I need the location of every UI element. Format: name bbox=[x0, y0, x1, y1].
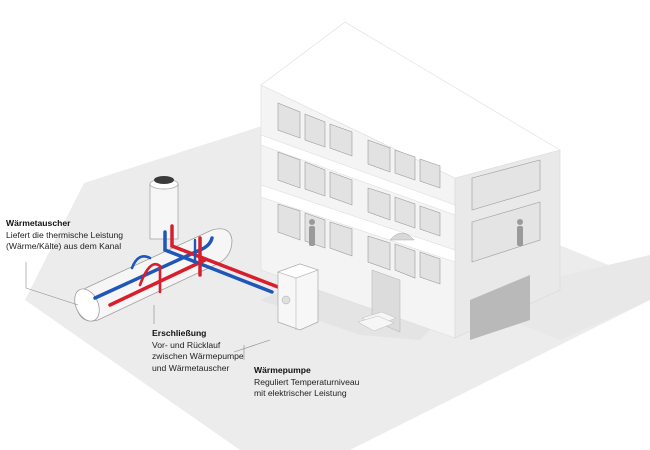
label-heat-exchanger: Wärmetauscher Liefert die thermische Lei… bbox=[6, 218, 123, 253]
building-roof bbox=[260, 21, 561, 179]
manhole-cover-icon bbox=[154, 176, 174, 184]
label-connection-title: Erschließung bbox=[152, 328, 207, 338]
label-heat-pump-title: Wärmepumpe bbox=[254, 365, 311, 375]
label-connection-line: Vor- und Rücklauf bbox=[152, 339, 221, 350]
callout-lines bbox=[25, 262, 271, 360]
ceiling-lamp-icon bbox=[389, 232, 415, 241]
label-heat-exchanger-line: Liefert die thermische Leistung bbox=[6, 229, 124, 240]
label-heat-exchanger-line: (Wärme/Kälte) aus dem Kanal bbox=[6, 241, 122, 251]
windows-right-side bbox=[471, 159, 541, 263]
garage-opening bbox=[470, 275, 530, 340]
label-heat-pump-line: mit elektrischer Leistung bbox=[254, 388, 347, 398]
heat-pump-unit bbox=[277, 263, 319, 331]
windows-upper bbox=[277, 102, 441, 189]
label-heat-exchanger-title: Wärmetauscher bbox=[6, 218, 71, 228]
person-silhouette-icon bbox=[309, 219, 315, 246]
label-connection: Erschließung Vor- und Rücklauf zwischen … bbox=[152, 328, 244, 374]
entrance-steps bbox=[357, 311, 397, 332]
label-heat-pump: Wärmepumpe Reguliert Temperaturniveau mi… bbox=[254, 365, 359, 400]
person-silhouette-icon bbox=[517, 219, 523, 246]
label-connection-line: und Wärmetauscher bbox=[152, 362, 230, 373]
label-heat-pump-line: Reguliert Temperaturniveau bbox=[254, 376, 360, 387]
manhole-shaft bbox=[149, 178, 179, 240]
label-connection-line: zwischen Wärmepumpe bbox=[152, 351, 244, 361]
windows-middle bbox=[277, 151, 441, 237]
connection-pipes bbox=[163, 224, 280, 294]
floor-slabs bbox=[260, 134, 456, 263]
